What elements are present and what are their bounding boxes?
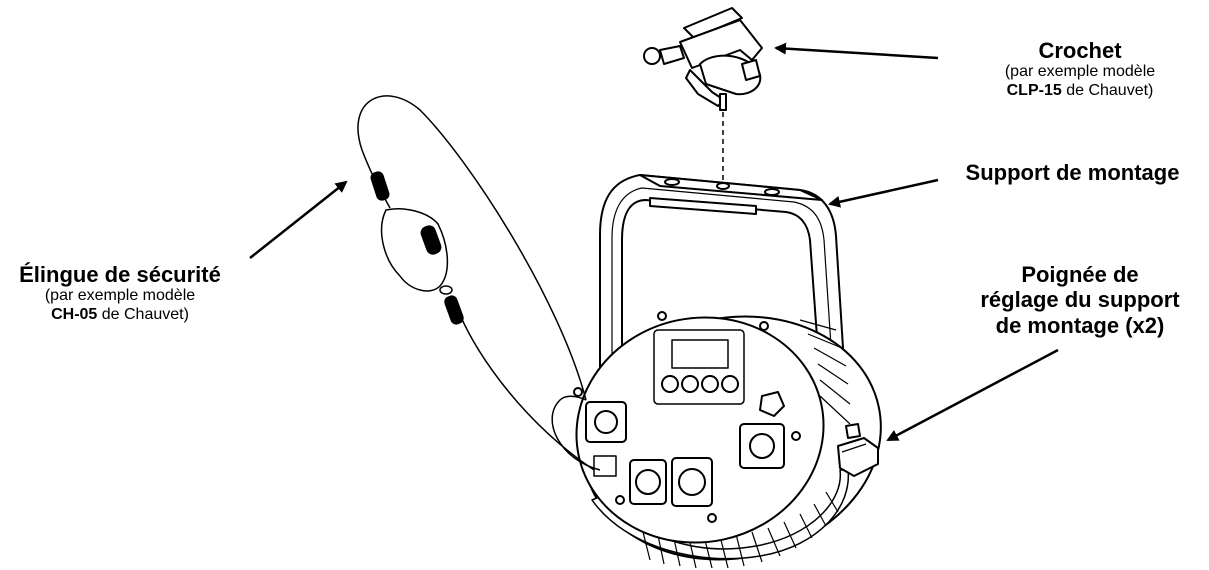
label-crochet-model: CLP-15 [1006,81,1062,99]
arrow-crochet [774,42,939,60]
label-poignee: Poignée de réglage du support de montage… [955,262,1205,338]
label-support-title: Support de montage [965,160,1180,185]
label-elingue-brand: de Chauvet) [97,305,189,323]
label-crochet-title: Crochet [1038,38,1122,63]
label-elingue-model: CH-05 [51,305,98,323]
label-crochet-brand: de Chauvet) [1061,81,1154,99]
label-elingue-model-line: CH-05 de Chauvet) [0,306,240,324]
safety-cable-drawing [357,95,601,471]
label-elingue-title: Élingue de sécurité [19,262,221,287]
label-crochet: Crochet (par exemple modèle CLP-15 de Ch… [960,38,1200,100]
label-poignee-line3: de montage (x2) [995,312,1165,338]
label-poignee-line1: Poignée de [1021,262,1139,287]
label-elingue-example: (par exemple modèle [44,287,196,305]
label-crochet-model-line: CLP-15 de Chauvet) [960,82,1200,100]
label-poignee-line2: réglage du support [980,287,1180,313]
adjustment-knob-drawing [837,423,879,477]
arrow-support [828,178,939,208]
label-support: Support de montage [940,160,1205,185]
label-elingue: Élingue de sécurité (par exemple modèle … [0,262,240,324]
arrow-elingue [249,180,348,259]
arrow-poignee [886,348,1059,442]
label-crochet-example: (par exemple modèle [1004,63,1156,81]
clamp-drawing [643,7,763,111]
fixture-body-drawing [573,311,882,569]
callout-arrows [249,42,1059,442]
